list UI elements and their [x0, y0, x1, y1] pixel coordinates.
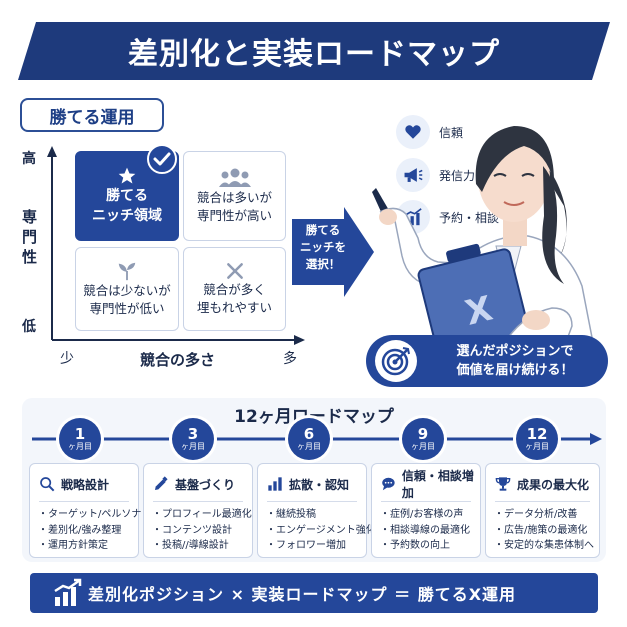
- list-item: ・コンテンツ設計: [152, 524, 232, 536]
- roadmap-title: 12ヶ月ロードマップ: [234, 407, 394, 427]
- matrix-axes: [47, 146, 305, 345]
- sprout-icon: [118, 262, 136, 281]
- x-axis-low-label: 少: [60, 351, 74, 367]
- roadmap-card-trust: 信頼・相談増加 ・症例/お客様の声 ・相談導線の最適化 ・予約数の向上: [371, 463, 481, 558]
- milestone-1: 1 ヶ月目: [59, 418, 101, 460]
- check-badge-icon: [147, 144, 177, 174]
- target-icon: [381, 347, 410, 376]
- roadmap-card-awareness: 拡散・認知 ・継続投稿 ・エンゲージメント強化 ・フォロワー増加: [257, 463, 376, 558]
- doctor-illustration: X: [372, 126, 597, 358]
- list-item: ・安定的な集患体制へ: [494, 540, 594, 551]
- list-item: ・運用方針策定: [38, 540, 108, 551]
- bar-chart-icon: [268, 477, 282, 491]
- list-item: ・差別化/強み整理: [38, 524, 122, 536]
- megaphone-icon: [404, 168, 423, 182]
- milestone-3: 3 ヶ月目: [172, 418, 214, 460]
- pencil-icon: [155, 476, 168, 490]
- y-axis-high-label: 高: [22, 151, 36, 167]
- roadmap-card-results: 成果の最大化 ・データ分析/改善 ・広告/施策の最適化 ・安定的な集患体制へ: [485, 463, 600, 558]
- quadrant-high-competition-low-expertise: 競合が多く 埋もれやすい: [183, 247, 286, 331]
- title-banner: [18, 22, 610, 80]
- y-axis-title: 専 門 性: [22, 208, 38, 266]
- list-item: ・予約数の向上: [380, 540, 450, 551]
- milestone-9: 9 ヶ月目: [402, 418, 444, 460]
- quadrant-low-competition-low-expertise: 競合は少ないが 専門性が低い: [75, 247, 179, 331]
- x-axis-title: 競合の多さ: [140, 351, 216, 369]
- callout-icon-circle: [375, 340, 417, 382]
- milestone-12: 12 ヶ月目: [516, 418, 558, 460]
- star-icon: [118, 167, 136, 184]
- roadmap-card-strategy: 戦略設計 ・ターゲット/ペルソナ ・差別化/強み整理 ・運用方針策定: [29, 463, 142, 558]
- select-niche-arrow: [292, 207, 374, 297]
- list-item: ・ターゲット/ペルソナ: [38, 509, 142, 520]
- quadrant-niche: 勝てる ニッチ領域: [75, 151, 179, 241]
- list-item: ・フォロワー増加: [266, 540, 346, 551]
- quadrant-high-competition-high-expertise: 競合は多いが 専門性が高い: [183, 151, 286, 241]
- summary-bar: [30, 573, 598, 613]
- list-item: ・プロフィール最適化: [152, 509, 252, 520]
- trophy-icon: [495, 477, 511, 491]
- summary-text: 差別化ポジション × 実装ロードマップ ＝ 勝てるX運用: [88, 585, 517, 604]
- milestone-6: 6 ヶ月目: [288, 418, 330, 460]
- cross-icon: [226, 263, 243, 279]
- people-icon: [218, 168, 251, 187]
- section-label: 勝てる運用: [20, 98, 164, 132]
- list-item: ・データ分析/改善: [494, 509, 578, 520]
- list-item: ・投稿//導線設計: [152, 540, 229, 551]
- feature-reach: 発信力: [396, 158, 475, 192]
- heart-icon: [405, 125, 421, 139]
- list-item: ・継続投稿: [266, 509, 316, 520]
- list-item: ・症例/お客様の声: [380, 509, 464, 520]
- x-axis-high-label: 多: [283, 351, 297, 367]
- page-title: 差別化と実装ロードマップ: [128, 37, 500, 72]
- growth-chart-icon: [54, 578, 82, 606]
- list-item: ・相談導線の最適化: [380, 524, 470, 536]
- y-axis-low-label: 低: [22, 319, 36, 335]
- feature-trust: 信頼: [396, 115, 463, 149]
- roadmap-card-foundation: 基盤づくり ・プロフィール最適化 ・コンテンツ設計 ・投稿//導線設計: [143, 463, 253, 558]
- arrow-text: 勝てる ニッチを 選択！: [300, 223, 346, 271]
- list-item: ・エンゲージメント強化: [266, 524, 376, 536]
- list-item: ・広告/施策の最適化: [494, 524, 588, 536]
- chat-icon: [382, 477, 395, 491]
- search-icon: [40, 477, 55, 492]
- callout-text: 選んだポジションで 価値を届け続ける！: [456, 344, 574, 378]
